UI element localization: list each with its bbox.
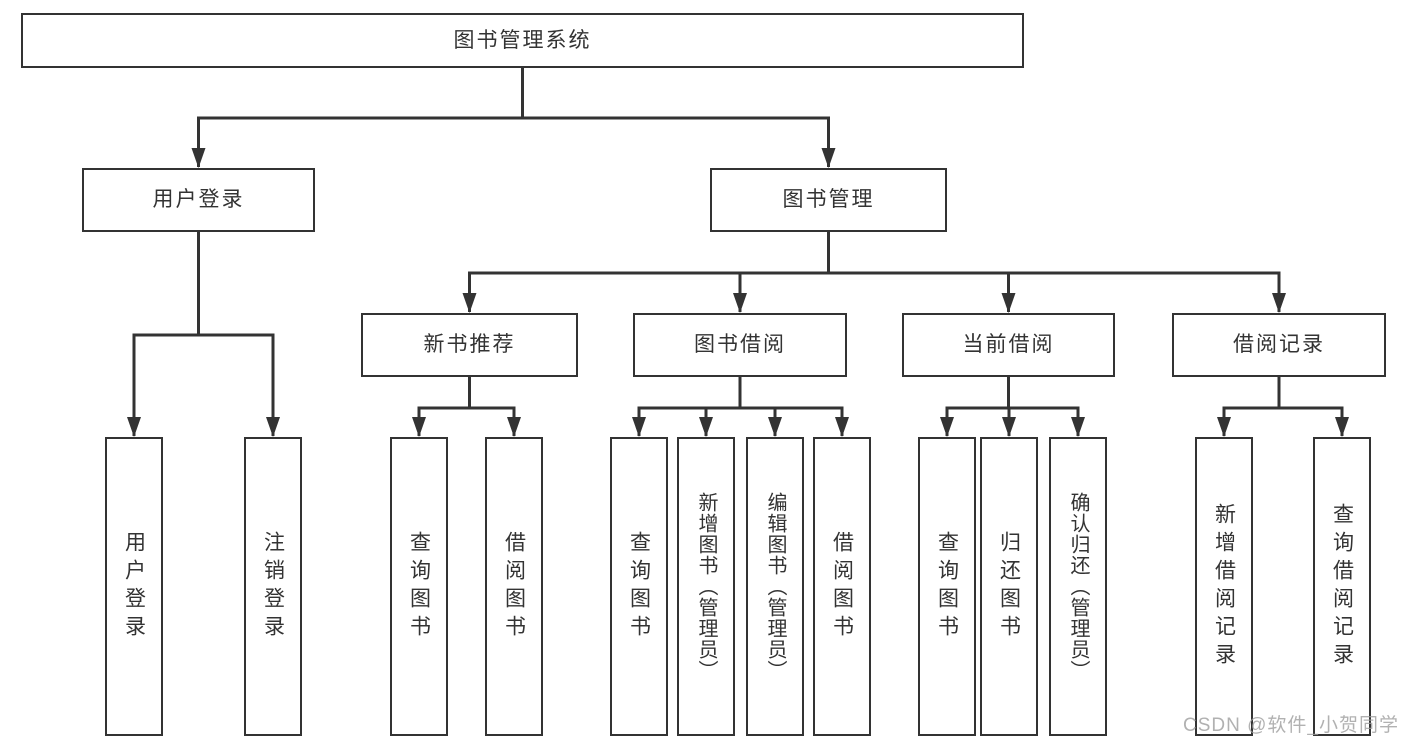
node-label: 新书推荐 xyxy=(423,333,516,357)
node-label: 查询图书 xyxy=(407,530,431,643)
node-cb-query: 查询图书 xyxy=(918,437,976,736)
node-label: 图书管理 xyxy=(782,188,875,212)
node-user-login: 用户登录 xyxy=(82,168,315,232)
node-label: 查询图书 xyxy=(935,530,959,643)
node-label: 借阅图书 xyxy=(830,530,854,643)
node-logout: 注销登录 xyxy=(244,437,302,736)
node-new-book-rec: 新书推荐 xyxy=(361,313,578,377)
node-bb-borrow: 借阅图书 xyxy=(813,437,871,736)
node-cb-return: 归还图书 xyxy=(980,437,1038,736)
node-rec-query: 查询图书 xyxy=(390,437,448,736)
node-label: 确认归还（管理员） xyxy=(1067,492,1089,681)
node-label: 归还图书 xyxy=(997,530,1021,643)
node-label: 图书借阅 xyxy=(694,333,786,357)
node-rec-borrow: 借阅图书 xyxy=(485,437,543,736)
node-label: 注销登录 xyxy=(261,530,285,643)
node-label: 用户登录 xyxy=(152,188,245,212)
node-label: 查询图书 xyxy=(627,530,651,643)
node-root: 图书管理系统 xyxy=(21,13,1024,68)
node-label: 编辑图书（管理员） xyxy=(764,492,786,681)
node-label: 查询借阅记录 xyxy=(1330,502,1354,671)
node-cb-confirm: 确认归还（管理员） xyxy=(1049,437,1107,736)
node-label: 图书管理系统 xyxy=(453,28,592,52)
node-bb-edit: 编辑图书（管理员） xyxy=(746,437,804,736)
node-borrow-record: 借阅记录 xyxy=(1172,313,1386,377)
node-bb-add: 新增图书（管理员） xyxy=(677,437,735,736)
node-label: 当前借阅 xyxy=(962,333,1055,357)
node-book-borrow: 图书借阅 xyxy=(633,313,847,377)
node-label: 新增借阅记录 xyxy=(1212,502,1236,671)
node-br-query: 查询借阅记录 xyxy=(1313,437,1371,736)
node-br-add: 新增借阅记录 xyxy=(1195,437,1253,736)
node-label: 借阅图书 xyxy=(502,530,526,643)
node-label: 用户登录 xyxy=(122,530,146,643)
node-login: 用户登录 xyxy=(105,437,163,736)
node-bb-query: 查询图书 xyxy=(610,437,668,736)
node-book-mgmt: 图书管理 xyxy=(710,168,947,232)
node-current-borrow: 当前借阅 xyxy=(902,313,1115,377)
node-label: 借阅记录 xyxy=(1233,333,1325,357)
watermark: CSDN @软件_小贺同学 xyxy=(1183,715,1399,736)
node-label: 新增图书（管理员） xyxy=(695,492,717,681)
